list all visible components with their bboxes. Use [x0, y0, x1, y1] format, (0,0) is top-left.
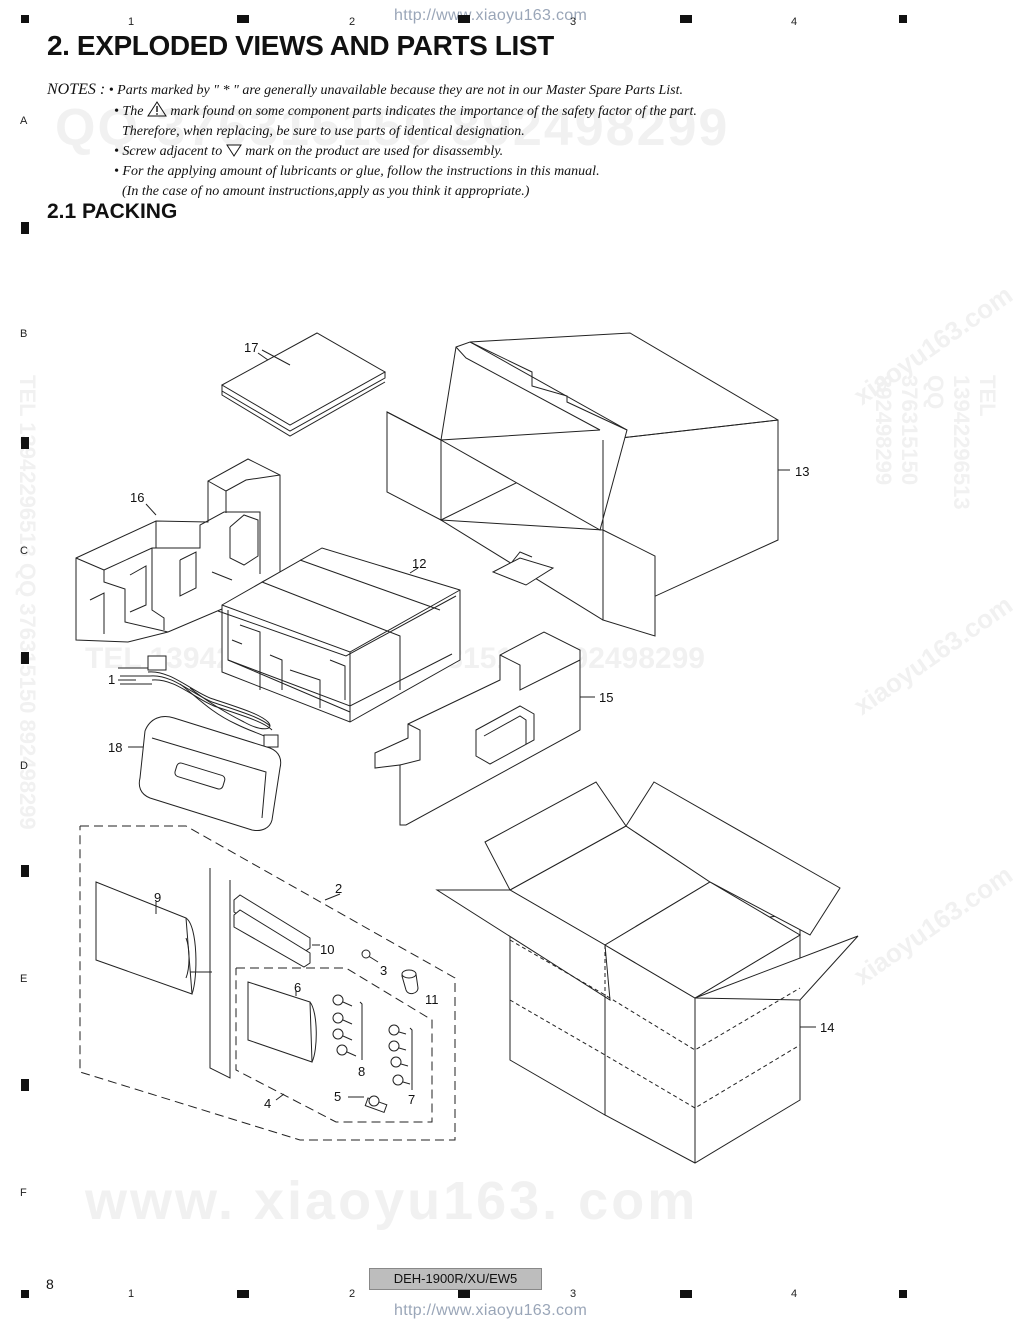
- grid-column-3-bottom: 3: [570, 1288, 577, 1300]
- note-line-1: NOTES : • Parts marked by " * " are gene…: [47, 80, 867, 101]
- grid-column-1: 1: [128, 16, 135, 28]
- label-part-8: 8: [358, 1064, 365, 1079]
- note-text: • Screw adjacent to: [114, 144, 223, 159]
- grid-marker: [899, 1290, 907, 1298]
- label-part-1: 1: [108, 672, 115, 687]
- label-part-17: 17: [244, 340, 258, 355]
- note-line-4: • Screw adjacent to mark on the product …: [47, 142, 867, 162]
- grid-row-a: A: [20, 115, 28, 127]
- part-13-inner-carton: [386, 332, 790, 637]
- grid-column-3: 3: [570, 16, 577, 28]
- grid-marker: [21, 15, 29, 23]
- note-text: mark found on some component parts indic…: [170, 104, 697, 119]
- grid-marker: [458, 1290, 470, 1298]
- notes-lead: NOTES :: [47, 81, 106, 98]
- label-part-9: 9: [154, 890, 161, 905]
- label-part-16: 16: [130, 490, 144, 505]
- grid-column-4: 4: [791, 16, 798, 28]
- label-part-7: 7: [408, 1092, 415, 1107]
- footer-url[interactable]: http://www.xiaoyu163.com: [394, 1302, 588, 1319]
- label-part-5: 5: [334, 1089, 341, 1104]
- grid-row-f: F: [20, 1187, 27, 1199]
- label-part-14: 14: [820, 1020, 834, 1035]
- page-number: 8: [46, 1276, 54, 1292]
- grid-row-e: E: [20, 973, 28, 985]
- label-part-12: 12: [412, 556, 426, 571]
- grid-marker: [21, 1290, 29, 1298]
- note-text: • Parts marked by " * " are generally un…: [108, 83, 683, 98]
- grid-row-c: C: [20, 545, 28, 557]
- note-text: (In the case of no amount instructions,a…: [122, 184, 530, 199]
- grid-row-b: B: [20, 328, 28, 340]
- watermark-site-bottom: www. xiaoyu163. com: [85, 1171, 699, 1231]
- part-3-screw: [361, 949, 379, 963]
- section-title: 2.1 PACKING: [47, 200, 178, 223]
- part-11-cap: [401, 969, 419, 995]
- part-17-manuals: [220, 332, 387, 437]
- label-part-15: 15: [599, 690, 613, 705]
- note-line-2: • The mark found on some component parts…: [47, 101, 867, 122]
- grid-column-2-bottom: 2: [349, 1288, 356, 1300]
- part-12-head-unit: [217, 547, 461, 723]
- grid-row-d: D: [20, 760, 28, 772]
- grid-column-1-bottom: 1: [128, 1288, 135, 1300]
- note-text: Therefore, when replacing, be sure to us…: [122, 124, 525, 139]
- model-badge: DEH-1900R/XU/EW5: [369, 1268, 542, 1290]
- label-part-4: 4: [264, 1096, 271, 1111]
- grid-marker: [680, 1290, 692, 1298]
- watermark-qq-top: QQ 376315150 892498299: [55, 99, 730, 157]
- part-14-outer-carton: [435, 781, 859, 1164]
- label-part-13: 13: [795, 464, 809, 479]
- part-10-brackets: [233, 894, 320, 968]
- part-5-bolt: [348, 1095, 388, 1113]
- part-18-case: [128, 716, 282, 831]
- label-part-6: 6: [294, 980, 301, 995]
- part-15-foam-right: [374, 631, 595, 826]
- note-text: mark on the product are used for disasse…: [245, 144, 504, 159]
- page-title: 2. EXPLODED VIEWS AND PARTS LIST: [47, 30, 554, 61]
- header-url[interactable]: http://www.xiaoyu163.com: [394, 7, 588, 24]
- disassembly-triangle-icon: [225, 144, 242, 157]
- warning-triangle-icon: [146, 101, 167, 117]
- separator-plate: [209, 868, 231, 1079]
- grid-marker: [680, 15, 692, 23]
- notes-block: NOTES : • Parts marked by " * " are gene…: [47, 80, 867, 202]
- part-16-foam-left: [75, 458, 281, 643]
- label-part-11: 11: [425, 992, 439, 1007]
- grid-marker: [237, 1290, 249, 1298]
- note-line-5: • For the applying amount of lubricants …: [47, 162, 867, 182]
- grid-marker: [21, 865, 29, 877]
- grid-column-2: 2: [349, 16, 356, 28]
- note-line-3: Therefore, when replacing, be sure to us…: [47, 122, 867, 142]
- grid-marker: [899, 15, 907, 23]
- grid-marker: [21, 652, 29, 664]
- grid-marker: [21, 222, 29, 234]
- part-6-bag: [247, 981, 317, 1063]
- part-8-screws: [332, 994, 363, 1060]
- note-text: • The: [114, 104, 144, 119]
- accessory-kit-outline: [79, 825, 456, 1141]
- label-part-18: 18: [108, 740, 122, 755]
- note-text: • For the applying amount of lubricants …: [114, 164, 600, 179]
- grid-marker: [21, 1079, 29, 1091]
- grid-marker: [21, 437, 29, 449]
- part-9-bag: [95, 881, 212, 995]
- grid-column-4-bottom: 4: [791, 1288, 798, 1300]
- label-part-2: 2: [335, 881, 342, 896]
- part-1-wire-harness: [118, 655, 279, 748]
- part-7-screws: [388, 1024, 413, 1090]
- grid-marker: [237, 15, 249, 23]
- note-line-6: (In the case of no amount instructions,a…: [47, 182, 867, 202]
- grid-marker: [458, 15, 470, 23]
- label-part-10: 10: [320, 942, 334, 957]
- label-part-3: 3: [380, 963, 387, 978]
